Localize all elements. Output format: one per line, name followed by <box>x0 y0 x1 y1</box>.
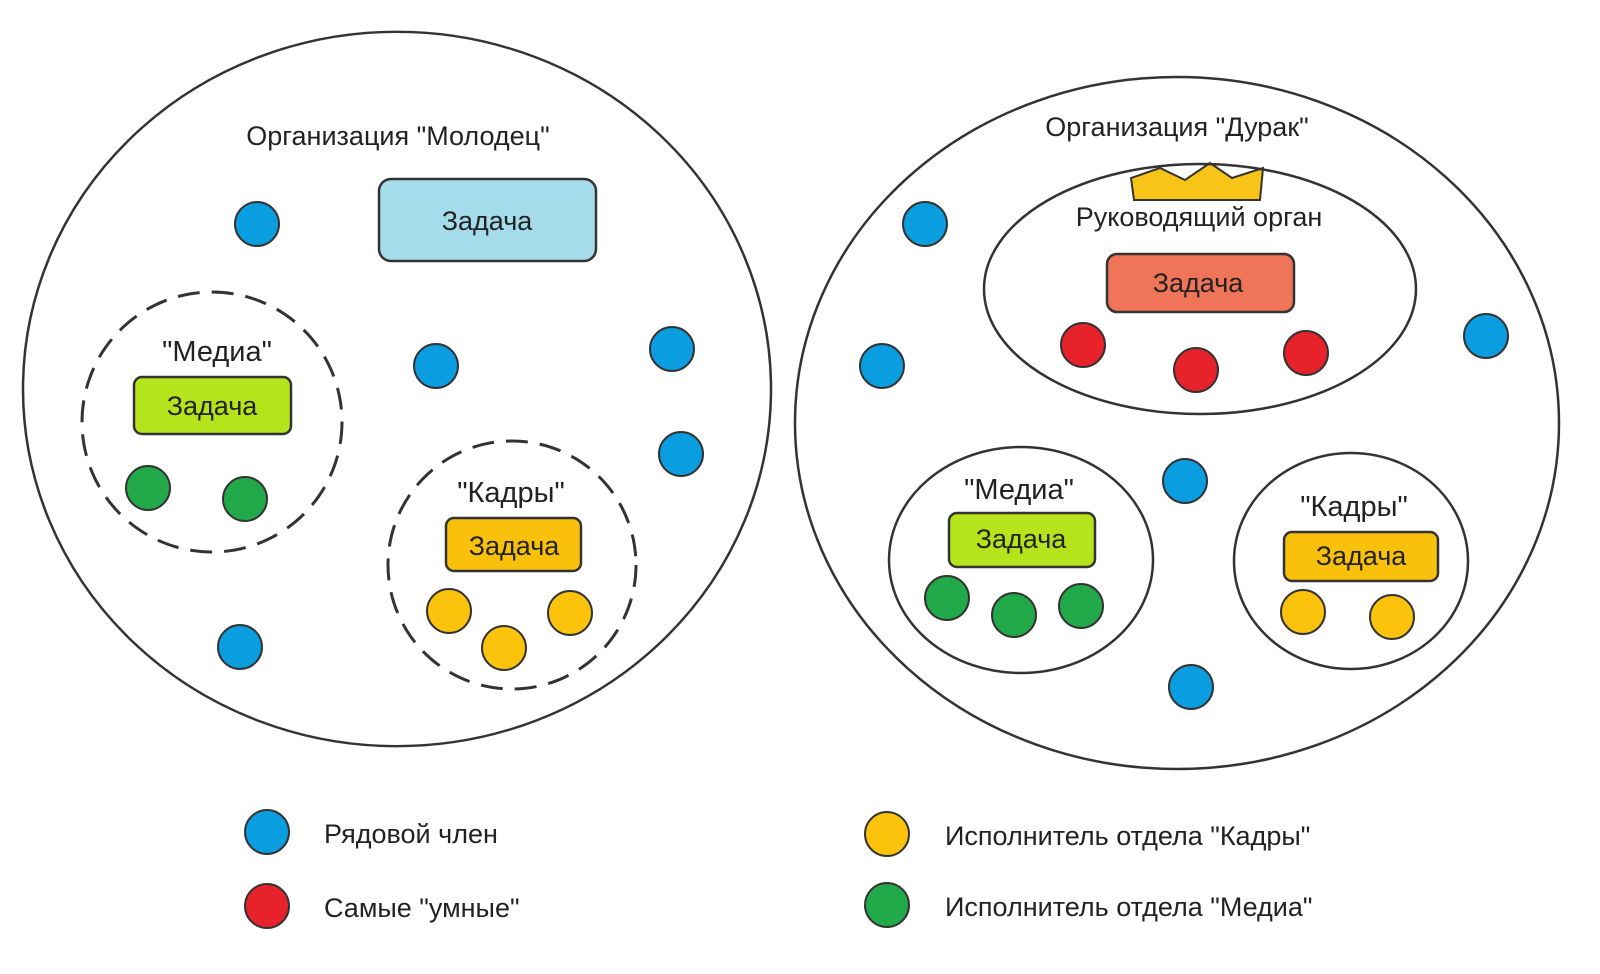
left-media-task-label: Задача <box>167 391 259 421</box>
right-kadry-task-label: Задача <box>1316 541 1408 571</box>
member-dot-green <box>991 592 1037 638</box>
legend-label: Рядовой член <box>324 819 498 849</box>
legend-label: Самые "умные" <box>324 893 520 923</box>
legend-label: Исполнитель отдела "Кадры" <box>945 821 1310 851</box>
left-main-task-box <box>377 177 598 263</box>
left-media-task-box <box>132 375 293 436</box>
legend-swatch-blue <box>244 809 290 855</box>
crown-icon <box>1129 161 1265 201</box>
legend-swatch-red <box>244 883 290 929</box>
right-organization-boundary <box>793 75 1561 771</box>
member-dot-blue <box>234 201 280 247</box>
member-dot-green <box>125 465 171 511</box>
legend-swatch-yellow <box>864 811 910 857</box>
member-dot-green <box>1058 583 1104 629</box>
left-main-task-label: Задача <box>442 206 534 236</box>
right-organization-title: Организация "Дурак" <box>1045 112 1308 142</box>
left-organization-boundary <box>21 30 773 748</box>
left-organization: Организация "Молодец" Задача "Медиа" Зад… <box>21 30 773 748</box>
left-organization-title: Организация "Молодец" <box>246 121 549 151</box>
member-dot-blue <box>413 343 459 389</box>
member-dot-blue <box>902 201 948 247</box>
legend-swatch-green <box>864 882 910 928</box>
right-kadry-label: "Кадры" <box>1300 491 1408 523</box>
left-media-label: "Медиа" <box>162 336 272 368</box>
right-kadry-department <box>1232 451 1470 671</box>
member-dot-red <box>1060 322 1106 368</box>
legend-label: Исполнитель отдела "Медиа" <box>945 892 1312 922</box>
legend: Рядовой член Самые "умные" Исполнитель о… <box>244 809 1312 929</box>
governing-task-box <box>1105 252 1296 314</box>
right-media-label: "Медиа" <box>964 474 1074 506</box>
left-kadry-department <box>386 439 638 691</box>
member-dot-blue <box>1168 664 1214 710</box>
left-media-department <box>80 290 344 554</box>
left-kadry-task-label: Задача <box>469 531 561 561</box>
member-dot-yellow <box>426 588 472 634</box>
left-kadry-label: "Кадры" <box>457 477 565 509</box>
right-organization: Организация "Дурак" Руководящий орган За… <box>793 75 1561 771</box>
member-dot-blue <box>859 343 905 389</box>
governing-body <box>982 162 1418 416</box>
member-dot-yellow <box>1280 589 1326 635</box>
member-dot-blue <box>649 326 695 372</box>
member-dot-yellow <box>1369 594 1415 640</box>
member-dot-green <box>924 575 970 621</box>
member-dot-blue <box>1162 458 1208 504</box>
right-media-department <box>887 445 1155 675</box>
member-dot-green <box>222 476 268 522</box>
member-dot-blue <box>217 624 263 670</box>
member-dot-yellow <box>481 625 527 671</box>
member-dot-blue <box>658 431 704 477</box>
governing-body-label: Руководящий орган <box>1076 202 1323 232</box>
left-kadry-task-box <box>444 516 583 573</box>
member-dot-blue <box>1463 313 1509 359</box>
member-dot-yellow <box>547 590 593 636</box>
right-media-task-label: Задача <box>976 524 1068 554</box>
member-dot-red <box>1283 330 1329 376</box>
governing-task-label: Задача <box>1153 268 1245 298</box>
right-media-task-box <box>947 511 1097 569</box>
member-dot-red <box>1173 347 1219 393</box>
right-kadry-task-box <box>1282 530 1440 583</box>
